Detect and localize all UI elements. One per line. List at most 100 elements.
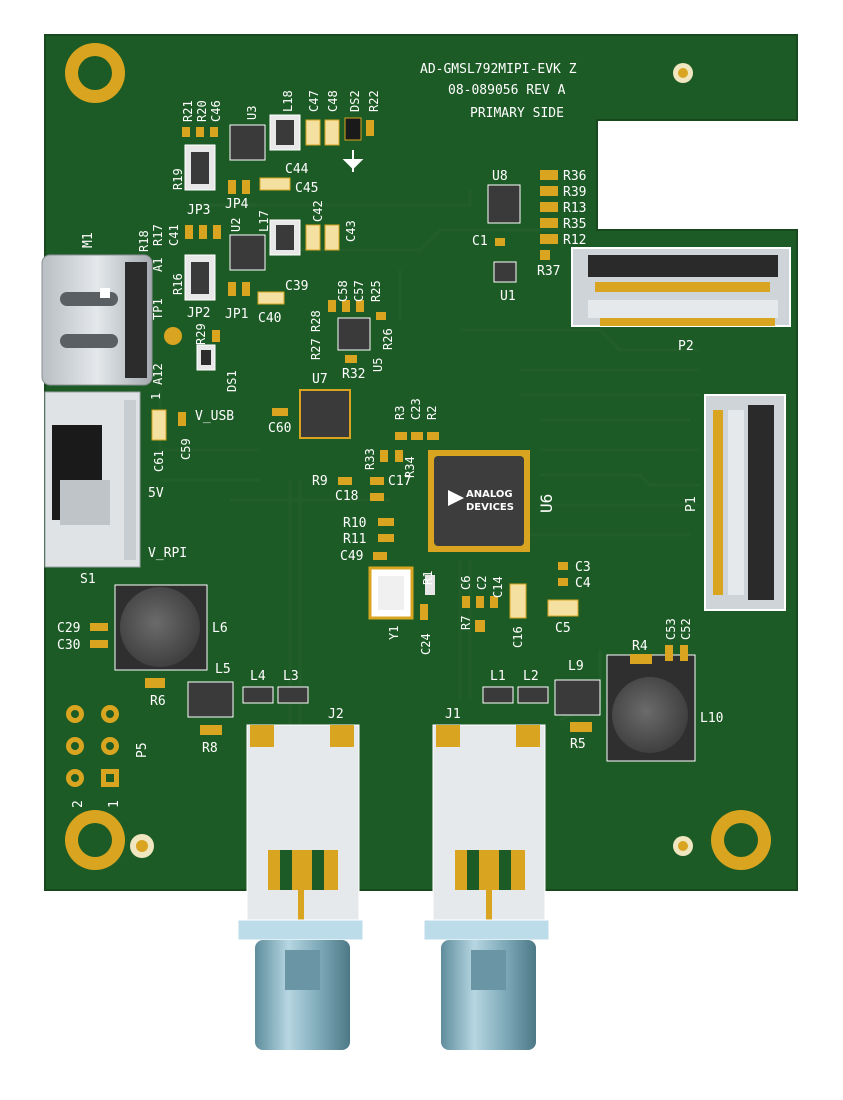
u8-section: [487, 170, 558, 283]
label-C29: C29: [57, 621, 80, 636]
label-C39: C39: [285, 279, 308, 294]
label-R9: R9: [312, 474, 328, 489]
label-R2: R2: [425, 406, 439, 420]
label-R36: R36: [563, 169, 586, 184]
label-R3: R3: [393, 406, 407, 420]
label-R21: R21: [181, 100, 195, 122]
label-A12: A12: [151, 363, 165, 385]
label-V_RPI: V_RPI: [148, 546, 187, 561]
label-TP1: TP1: [151, 298, 165, 320]
label-C18: C18: [335, 489, 358, 504]
label-L9: L9: [568, 659, 584, 674]
label-C48: C48: [326, 90, 340, 112]
label-R6: R6: [150, 694, 166, 709]
label-L6: L6: [212, 621, 228, 636]
passives-u6-area: [338, 432, 579, 632]
test-point-tp1: [164, 327, 182, 345]
label-U5: U5: [371, 358, 385, 372]
slide-switch-s1: [44, 391, 141, 568]
label-C49: C49: [340, 549, 363, 564]
label-C17: C17: [388, 474, 411, 489]
label-C23: C23: [409, 398, 423, 420]
label-R20: R20: [195, 100, 209, 122]
label-U6: U6: [537, 494, 556, 513]
label-C41: C41: [167, 224, 181, 246]
label-R22: R22: [367, 90, 381, 112]
label-JP1: JP1: [225, 307, 248, 322]
label-P5-pin1: 1: [107, 800, 122, 808]
ffc-connector-p1: [704, 394, 786, 611]
label-R4: R4: [632, 639, 648, 654]
label-L4: L4: [250, 669, 266, 684]
usb-c-connector: [41, 254, 153, 386]
label-C42: C42: [311, 200, 325, 222]
label-P5: P5: [135, 742, 150, 758]
label-C46: C46: [209, 100, 223, 122]
label-V_USB: V_USB: [195, 409, 234, 424]
label-C2: C2: [475, 576, 489, 590]
label-R26: R26: [381, 328, 395, 350]
label-R35: R35: [563, 217, 586, 232]
label-L3: L3: [283, 669, 299, 684]
label-R5: R5: [570, 737, 586, 752]
board-title-line1: AD-GMSL792MIPI-EVK Z: [420, 62, 577, 77]
label-P2: P2: [678, 339, 694, 354]
label-R34: R34: [403, 456, 417, 478]
label-C30: C30: [57, 638, 80, 653]
label-C60: C60: [268, 421, 291, 436]
label-C52: C52: [679, 618, 693, 640]
label-R33: R33: [363, 448, 377, 470]
label-R29: R29: [194, 323, 208, 345]
label-U8: U8: [492, 169, 508, 184]
u5-u7-section: [272, 300, 386, 439]
label-C14: C14: [491, 576, 505, 598]
label-C5: C5: [555, 621, 571, 636]
label-R27: R27: [309, 338, 323, 360]
mounting-holes: [65, 43, 771, 870]
label-R11: R11: [343, 532, 366, 547]
label-C58: C58: [336, 280, 350, 302]
label-C43: C43: [344, 220, 358, 242]
chip-logo-line1: ANALOG: [466, 489, 513, 500]
inductor-l10: [482, 645, 696, 762]
label-R7: R7: [459, 616, 473, 630]
board-title-line2: 08-089056 REV A: [448, 83, 566, 98]
label-J2: J2: [328, 707, 344, 722]
label-U3: U3: [245, 106, 259, 120]
coax-connector-j2: [237, 724, 364, 1050]
label-C4: C4: [575, 576, 591, 591]
label-R19: R19: [171, 168, 185, 190]
label-C40: C40: [258, 311, 281, 326]
label-C61: C61: [152, 450, 166, 472]
label-C47: C47: [307, 90, 321, 112]
coax-connector-j1: [423, 724, 550, 1050]
label-R28: R28: [309, 310, 323, 332]
label-C6: C6: [459, 576, 473, 590]
cap-c61: [151, 409, 167, 441]
label-JP2: JP2: [187, 306, 210, 321]
label-DS2: DS2: [348, 90, 362, 112]
label-C1: C1: [472, 234, 488, 249]
label-P5-pin2: 2: [71, 800, 86, 808]
label-DS1: DS1: [225, 370, 239, 392]
label-L10: L10: [700, 711, 723, 726]
label-L2: L2: [523, 669, 539, 684]
label-C24: C24: [419, 633, 433, 655]
label-L1: L1: [490, 669, 506, 684]
label-C57: C57: [352, 280, 366, 302]
label-R10: R10: [343, 516, 366, 531]
ffc-connector-p2: [571, 247, 791, 327]
label-C16: C16: [511, 626, 525, 648]
chip-u6: [428, 450, 530, 552]
label-C45: C45: [295, 181, 318, 196]
label-R32: R32: [342, 367, 365, 382]
label-R12: R12: [563, 233, 586, 248]
label-JP3: JP3: [187, 203, 210, 218]
label-R25: R25: [369, 280, 383, 302]
label-R17: R17: [151, 224, 165, 246]
regulator-section: [182, 114, 374, 371]
label-C53: C53: [664, 618, 678, 640]
label-C59: C59: [179, 438, 193, 460]
header-p5: [66, 705, 119, 787]
